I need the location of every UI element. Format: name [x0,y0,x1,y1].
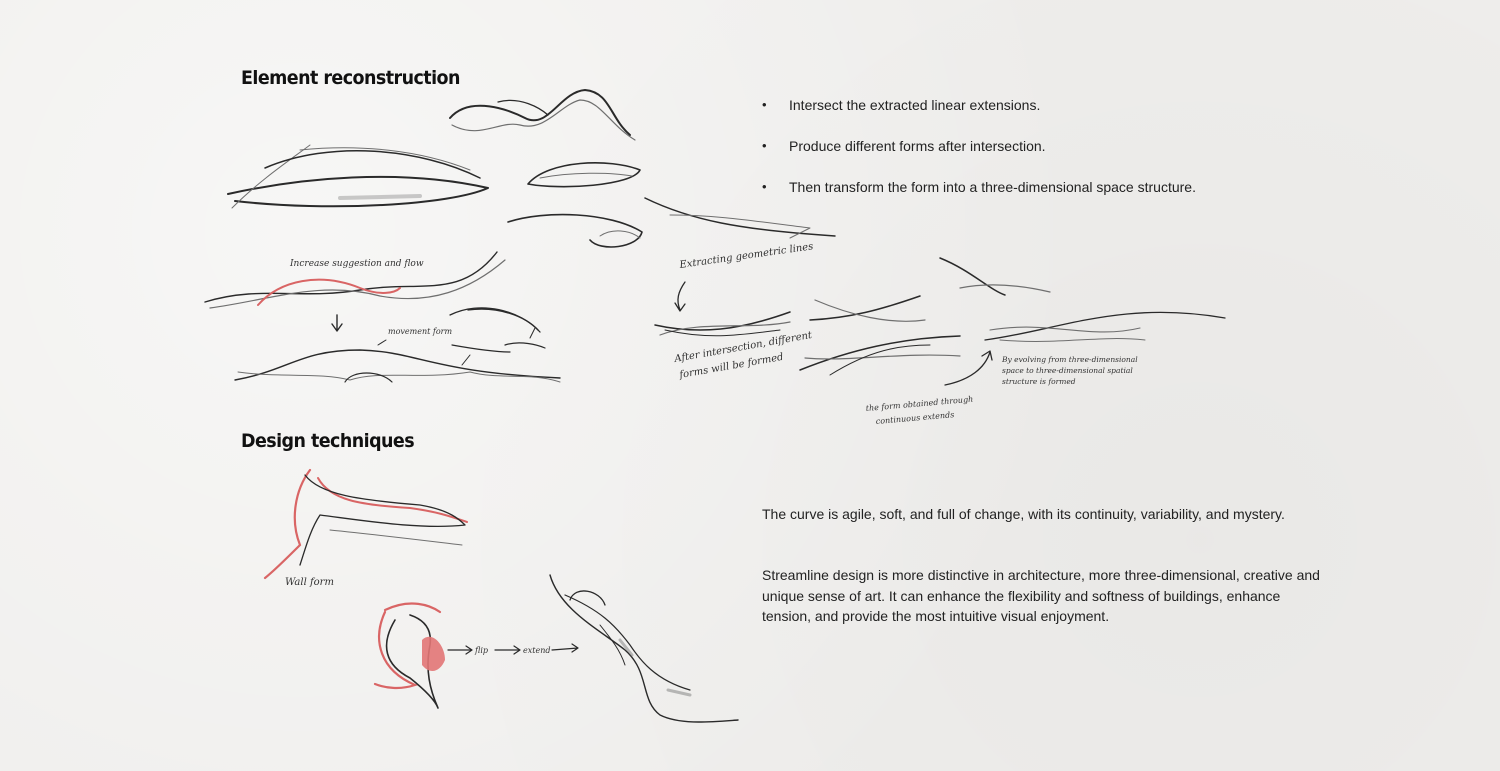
shell-form-sketch: flip extend [373,602,579,709]
sketch-note: space to three-dimensional spatial [1002,366,1133,375]
sketch-note: By evolving from three-dimensional [1001,355,1138,364]
element-reconstruction-heading: Element reconstruction [241,67,460,89]
ground-wave-sketch: movement form [234,327,561,383]
bullet-item: Then transform the form into a three-dim… [762,177,1196,218]
bullet-item: Intersect the extracted linear extension… [762,95,1196,136]
wall-form-sketch: Wall form [263,468,468,588]
design-paragraph-streamline: Streamline design is more distinctive in… [762,567,1320,624]
sketch-note: the form obtained through [865,395,973,413]
wave-sketch: Increase suggestion and flow [204,251,506,332]
sketch-note: structure is formed [1002,377,1076,386]
sketch-note: extend [523,646,550,655]
blade-sketch [644,197,836,239]
capsule-sketches [507,162,643,248]
design-techniques-heading: Design techniques [241,430,415,452]
sweep-sketches [449,307,546,366]
sketch-note: Wall form [285,577,334,588]
bullet-item: Produce different forms after intersecti… [762,136,1196,177]
sketch-note: continuous extends [875,410,954,426]
ribbon-sketch [449,89,636,141]
sketch-note: Extracting geometric lines [678,241,814,271]
intersection-notes: After intersection, different forms will… [673,330,1139,426]
intersecting-lines-sketch [654,257,1226,376]
flowing-ribbon-sketch [549,574,739,723]
sketch-note: movement form [388,327,452,336]
design-paragraph-curve: The curve is agile, soft, and full of ch… [762,506,1285,522]
reconstruction-bullet-list: Intersect the extracted linear extension… [762,95,1196,218]
extracting-lines-annotation: Extracting geometric lines [674,241,814,312]
leaf-form-sketch [227,144,489,209]
sketch-note: Increase suggestion and flow [289,259,424,269]
sketch-note: flip [474,646,488,655]
